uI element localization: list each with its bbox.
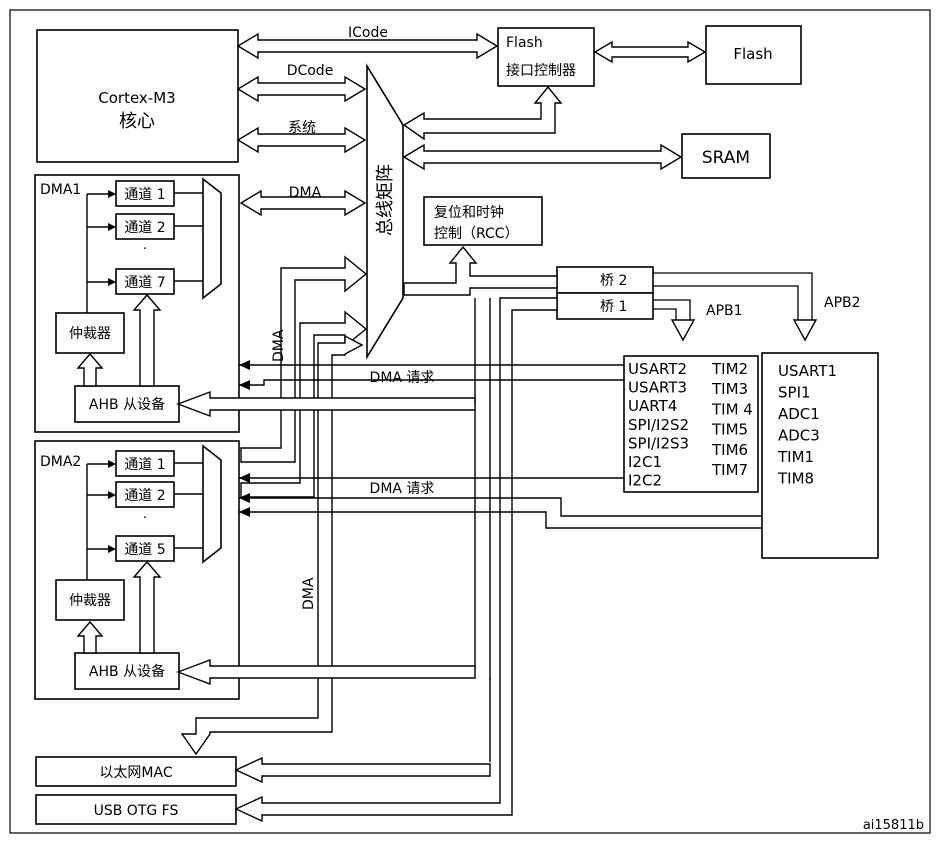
apb1-peripheral-5: I2C1 <box>628 453 662 471</box>
apb2-bus: APB2 <box>653 272 861 342</box>
dma-bus-arrow: DMA <box>239 185 367 217</box>
dma2-controller: DMA2 通道 1 通道 2 · 通道 5 仲裁器 AHB 从设备 <box>34 440 240 700</box>
apb1-peripheral-0: USART2 <box>628 360 687 378</box>
apb1-peripheral-3: SPI/I2S2 <box>628 416 689 434</box>
apb1-timer-5: TIM7 <box>711 461 748 479</box>
rcc-label-1: 复位和时钟 <box>434 204 504 221</box>
dma1-channel-7: 通道 7 <box>124 275 165 291</box>
dma-vertical-label-2: DMA <box>301 577 317 610</box>
dma1-ellipsis: · <box>143 242 147 257</box>
usb-otg-fs: USB OTG FS <box>35 794 237 825</box>
bridge-2-label: 桥 2 <box>600 273 627 289</box>
apb1-peripheral-1: USART3 <box>628 379 687 397</box>
dma1-ahb-slave: AHB 从设备 <box>89 396 165 413</box>
ethernet-slave-arrow <box>234 756 491 784</box>
dma1-channel-1: 通道 1 <box>124 187 165 203</box>
flash-interface-controller: Flash 接口控制器 <box>497 27 595 87</box>
core-label: Cortex-M3 <box>98 89 175 107</box>
outer-frame <box>9 9 931 834</box>
flash-link-arrow <box>593 40 707 64</box>
dma2-ahb-slave: AHB 从设备 <box>89 663 165 680</box>
flash-label: Flash <box>733 45 772 63</box>
apb2-peripheral-5: TIM8 <box>777 470 814 488</box>
apb1-peripherals: USART2USART3UART4SPI/I2S2SPI/I2S3I2C1I2C… <box>623 355 759 493</box>
bridge-1: 桥 1 <box>556 292 654 320</box>
bridge-1-label: 桥 1 <box>600 299 627 315</box>
dma2-arbiter: 仲裁器 <box>69 593 111 609</box>
apb2-peripheral-3: ADC3 <box>778 427 820 445</box>
matrix-flash-arrow <box>402 85 563 141</box>
cortex-m3-core: Cortex-M3 核心 <box>36 29 239 163</box>
dma2-channel-2: 通道 2 <box>124 488 165 504</box>
icode-label: ICode <box>348 25 388 41</box>
flash-ctrl-label-cn: 接口控制器 <box>506 62 576 79</box>
apb1-peripheral-4: SPI/I2S3 <box>628 434 689 452</box>
dma1-controller: DMA1 通道 1 通道 2 · 通道 7 仲裁器 AHB 从设备 <box>34 174 240 433</box>
dma1-arbiter: 仲裁器 <box>69 326 111 342</box>
dcode-bus-arrow: DCode <box>236 63 367 103</box>
apb1-timer-1: TIM3 <box>711 380 748 398</box>
dma-bus-label: DMA <box>289 185 322 201</box>
rcc-block: 复位和时钟 控制（RCC） <box>423 196 543 246</box>
dma1-channel-2: 通道 2 <box>124 220 165 236</box>
flash-memory: Flash <box>705 25 802 85</box>
sram: SRAM <box>681 133 771 179</box>
usb-slave-arrow <box>234 297 558 823</box>
dma2-title: DMA2 <box>40 454 81 470</box>
dma2-channel-1: 通道 1 <box>124 457 165 473</box>
dma-request-label-1: DMA 请求 <box>370 370 435 386</box>
apb1-timer-4: TIM6 <box>711 441 748 459</box>
matrix-bridge-arrow <box>403 245 558 296</box>
dma2-channel-5: 通道 5 <box>124 542 165 558</box>
ethernet-master-arrow <box>180 334 364 756</box>
bus-matrix-label: 总线矩阵 <box>375 164 396 236</box>
apb1-timer-3: TIM5 <box>711 421 748 439</box>
dma2-ahb-slave-arrow <box>176 658 476 686</box>
dma2-ellipsis: · <box>143 511 147 526</box>
rcc-label-2: 控制（RCC） <box>434 226 519 242</box>
figure-id: ai15811b <box>863 818 924 833</box>
sram-label: SRAM <box>702 148 750 168</box>
apb2-peripheral-0: USART1 <box>778 362 837 380</box>
dma-request-label-2: DMA 请求 <box>370 481 435 497</box>
ethernet-mac: 以太网MAC <box>35 756 237 787</box>
apb1-peripheral-6: I2C2 <box>628 472 662 490</box>
apb2-peripheral-4: TIM1 <box>777 448 814 466</box>
apb1-timer-2: TIM 4 <box>711 400 753 418</box>
dma-vertical-label-1: DMA <box>271 329 287 362</box>
system-bus-label: 系统 <box>288 120 316 136</box>
apb1-timer-0: TIM2 <box>711 360 748 378</box>
flash-ctrl-label: Flash <box>506 35 543 51</box>
dma1-title: DMA1 <box>40 182 81 198</box>
apb2-label: APB2 <box>824 295 861 311</box>
apb2-peripheral-2: ADC1 <box>778 405 820 423</box>
bus-matrix: 总线矩阵 <box>366 63 404 360</box>
apb1-peripheral-2: UART4 <box>628 397 677 415</box>
usb-label: USB OTG FS <box>94 803 179 819</box>
ethernet-label: 以太网MAC <box>99 765 172 781</box>
apb1-label: APB1 <box>706 303 743 319</box>
core-label-cn: 核心 <box>119 111 155 132</box>
apb1-bus: APB1 <box>653 299 743 342</box>
dcode-label: DCode <box>287 63 334 79</box>
apb2-peripheral-1: SPI1 <box>778 384 811 402</box>
dma1-master-arrow <box>240 255 368 463</box>
system-bus-arrow: 系统 <box>236 120 367 154</box>
bridge-2: 桥 2 <box>556 266 654 294</box>
matrix-sram-arrow <box>402 143 683 171</box>
icode-bus-arrow: ICode <box>236 25 499 60</box>
